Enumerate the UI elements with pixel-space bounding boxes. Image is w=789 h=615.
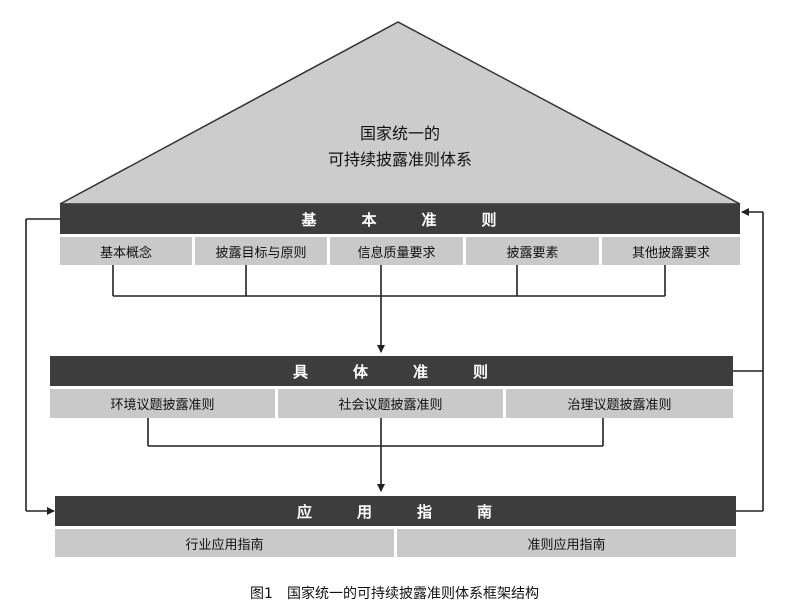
basic-item-objective: 披露目标与原则	[195, 237, 327, 265]
basic-item-other: 其他披露要求	[602, 237, 740, 265]
roof-title-line1: 国家统一的	[359, 124, 440, 143]
specific-title-char: 具	[292, 362, 310, 381]
basic-item-elements: 披露要素	[466, 237, 599, 265]
specific-title-char: 准	[412, 362, 430, 381]
right-feedback-arrows	[733, 208, 764, 512]
application-guide-bar: 应 用 指 南	[55, 496, 736, 526]
specific-standards-bar: 具 体 准 则	[50, 356, 733, 386]
roof-title-line2: 可持续披露准则体系	[327, 150, 472, 169]
specific-item-governance: 治理议题披露准则	[506, 389, 733, 418]
guide-item-industry: 行业应用指南	[55, 529, 394, 557]
guide-title-char: 应	[296, 502, 314, 521]
specific-title-char: 则	[472, 362, 490, 381]
specific-bracket	[147, 418, 604, 492]
roof-triangle	[59, 21, 741, 205]
basic-title-char: 基	[301, 210, 319, 229]
basic-standards-bar: 基 本 准 则	[60, 204, 740, 234]
guide-title-char: 南	[476, 502, 494, 521]
guide-item-standards: 准则应用指南	[397, 529, 736, 557]
basic-title-char: 准	[421, 210, 439, 229]
specific-item-social: 社会议题披露准则	[278, 389, 503, 418]
guide-title-char: 用	[356, 502, 374, 521]
specific-title-char: 体	[352, 362, 370, 381]
basic-title-char: 则	[481, 210, 499, 229]
basic-title-char: 本	[361, 210, 379, 229]
figure-caption: 图1 国家统一的可持续披露准则体系框架结构	[250, 586, 539, 602]
basic-item-concept: 基本概念	[60, 237, 192, 265]
basic-bracket	[112, 265, 666, 353]
guide-title-char: 指	[416, 502, 434, 521]
basic-item-quality: 信息质量要求	[330, 237, 463, 265]
specific-item-environment: 环境议题披露准则	[50, 389, 275, 418]
left-feedback-arrow	[25, 218, 60, 515]
